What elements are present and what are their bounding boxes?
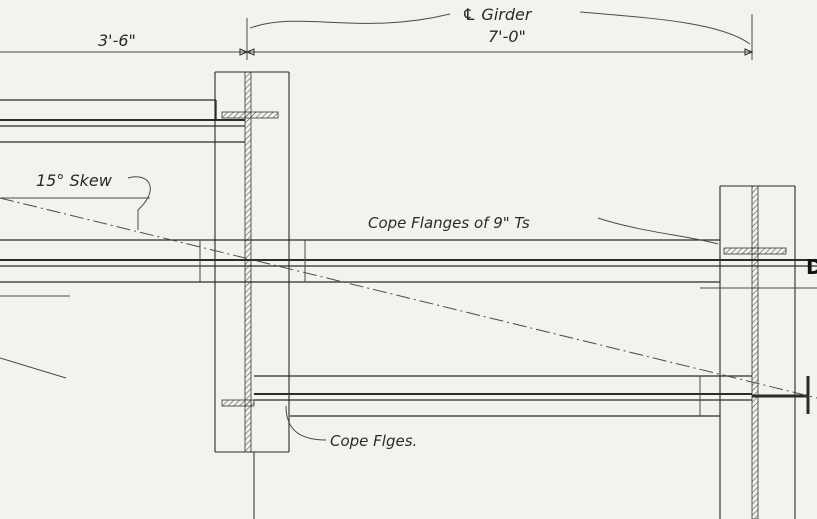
top-dimension — [0, 11, 754, 60]
left-upper-beam — [0, 99, 279, 143]
cope-flanges-label: Cope Flanges of 9" Ts — [368, 214, 530, 232]
lower-beam — [221, 375, 810, 417]
girder-centerline-label: ℄ Girder — [462, 5, 533, 24]
cope-flges-label: Cope Flges. — [330, 432, 417, 450]
cope-flges-leader — [285, 405, 327, 441]
edge-glyph: D — [806, 255, 817, 279]
cope-flanges-leader — [597, 217, 719, 245]
dim-right-label: 7'-0" — [488, 27, 526, 46]
skew-label: 15° Skew — [36, 171, 113, 190]
dim-left-label: 3'-6" — [98, 31, 136, 50]
right-column — [719, 185, 796, 519]
skew-line — [0, 176, 817, 399]
center-beam — [0, 239, 817, 297]
left-column — [214, 71, 290, 519]
